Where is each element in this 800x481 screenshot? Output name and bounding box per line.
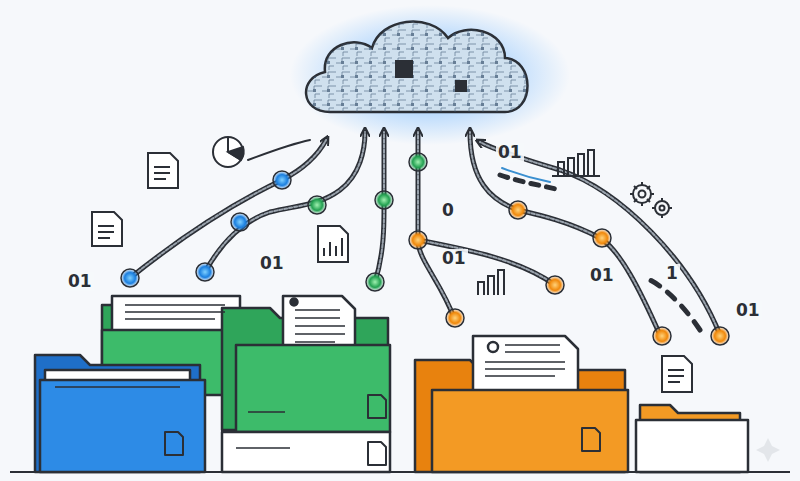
binary-label: 01 [440, 249, 468, 268]
binary-label: 1 [664, 264, 680, 283]
binary-label: 0 [440, 201, 456, 220]
binary-label: 01 [734, 301, 762, 320]
binary-label: 01 [66, 272, 94, 291]
binary-label: 01 [496, 143, 524, 162]
binary-label: 01 [588, 266, 616, 285]
binary-label: 01 [258, 254, 286, 273]
